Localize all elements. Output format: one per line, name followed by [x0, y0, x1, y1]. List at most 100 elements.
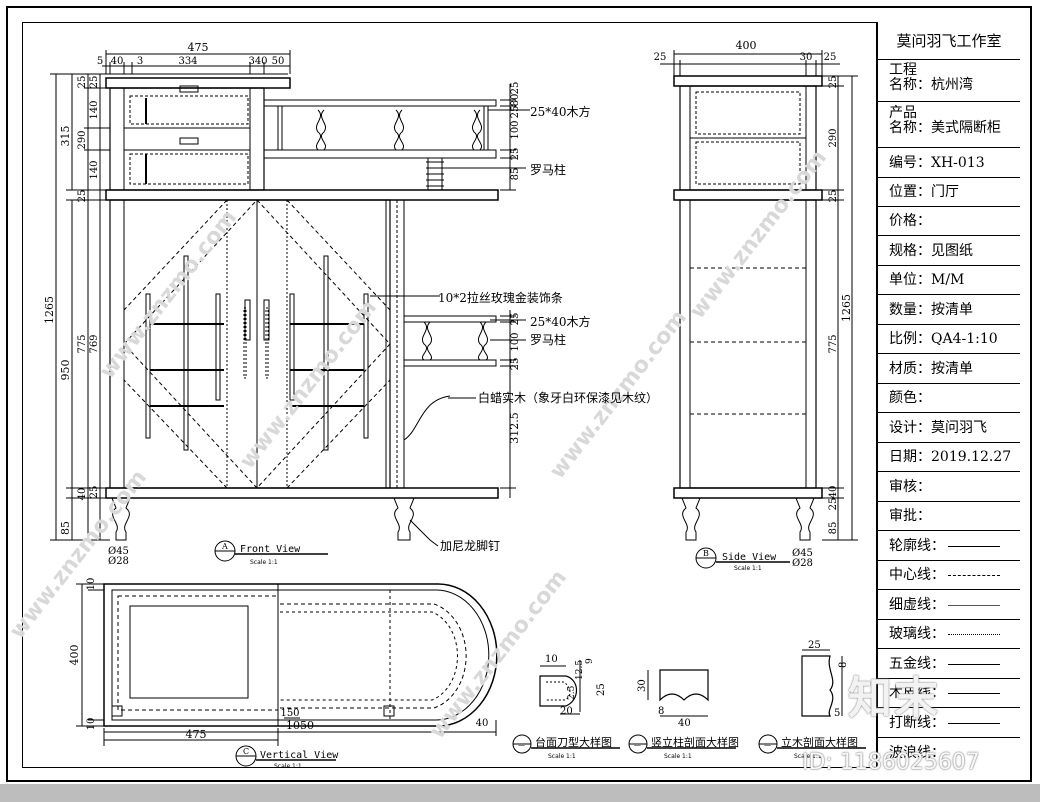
- legend-hardware-line: [948, 663, 1000, 665]
- dim-front-right-25c: 25: [510, 148, 521, 161]
- dim-front-340: 340: [248, 56, 267, 67]
- label-nylon-foot: 加尼龙脚钉: [440, 538, 500, 553]
- label-roman-column-mid: 罗马柱: [530, 332, 566, 347]
- detail1-dim-125: 12.5: [575, 660, 585, 680]
- tb-location-text: 位置：门厅: [889, 184, 959, 200]
- detail2-dim-30: 30: [637, 679, 648, 692]
- front-view: [50, 50, 530, 562]
- detail3-scale: Scale 1:1: [794, 753, 822, 760]
- tb-legend-hardware: 五金线：: [878, 649, 1020, 679]
- tb-studio-name: 莫问羽飞工作室: [878, 22, 1020, 60]
- legend-outline-line: [948, 545, 1000, 547]
- dim-front-foot-45: Ø45: [108, 546, 129, 557]
- watermark-logo: 知末: [848, 673, 940, 724]
- tb-legend-outline: 轮廓线：: [878, 531, 1020, 561]
- view-title-side: Side View: [722, 552, 777, 563]
- detail3-dim-25: 25: [808, 640, 821, 651]
- label-wood-square-top: 25*40木方: [530, 104, 591, 119]
- tb-approve: 审批：: [878, 502, 1020, 531]
- tb-location: 位置：门厅: [878, 178, 1020, 207]
- dim-front-50: 50: [272, 56, 285, 67]
- tb-legend-break-text: 打断线：: [889, 715, 945, 731]
- dim-side-right-25b: 25: [828, 190, 839, 203]
- detail1-scale: Scale 1:1: [548, 753, 576, 760]
- tb-color-text: 颜色：: [889, 390, 931, 406]
- dim-front-right-25d: 25: [510, 313, 521, 326]
- dim-side-right-25a: 25: [828, 76, 839, 89]
- view-title-plan: Vertical View: [260, 750, 339, 761]
- dim-front-950: 950: [59, 360, 72, 381]
- lower-right-shelves: [289, 255, 369, 451]
- detail1-dim-9: 9: [585, 658, 595, 664]
- detail3-tag: —: [764, 741, 771, 749]
- dim-plan-10-top: 10: [86, 578, 97, 591]
- label-rose-gold-strip: 10*2拉丝玫瑰金装饰条: [438, 290, 563, 305]
- dim-front-475: 475: [188, 41, 209, 54]
- label-white-oak: 白蜡实木（象牙白环保漆见木纹）: [478, 390, 658, 405]
- detail1-dim-25: 2.5: [567, 685, 577, 700]
- dim-front-85: 85: [59, 521, 72, 535]
- dim-side-right-290: 290: [828, 128, 839, 147]
- tb-material-text: 材质：按清单: [889, 361, 973, 377]
- dim-front-right-25e: 25: [510, 358, 521, 371]
- tb-legend-veneer: 木皮线：: [878, 679, 1020, 708]
- dim-front-left-25b: 25: [89, 76, 100, 89]
- dim-front-left-140a: 140: [89, 100, 100, 119]
- dim-side-right-25c: 25: [828, 498, 839, 511]
- tb-product: 产品 名称：美式隔断柜: [878, 102, 1020, 148]
- detail1-dim-25b: 25: [596, 683, 607, 696]
- dim-side-right-85: 85: [828, 522, 839, 535]
- side-view: [660, 50, 858, 569]
- detail2-title: 竖立柱剖面大样图: [651, 735, 739, 749]
- dim-front-left-25c: 25: [77, 190, 88, 203]
- tb-spec-text: 规格：见图纸: [889, 243, 973, 259]
- dim-front-right-85: 85: [510, 168, 521, 181]
- tb-studio-text: 莫问羽飞工作室: [896, 32, 1002, 50]
- dim-front-334: 334: [178, 56, 197, 67]
- dim-front-left-25a: 25: [77, 76, 88, 89]
- tb-legend-center-text: 中心线：: [889, 567, 945, 583]
- view-letter-a: A: [221, 542, 228, 551]
- baluster-row-top: [316, 109, 482, 151]
- dim-plan-400: 400: [68, 645, 81, 666]
- detail1-dim-20: 20: [560, 706, 573, 717]
- dim-front-right-100: 100: [510, 120, 521, 139]
- dim-front-left-25d: 25: [89, 486, 100, 499]
- dim-front-right-100b: 100: [510, 332, 521, 351]
- detail-post-section: [758, 649, 866, 754]
- tb-legend-wave: 波浪线：: [878, 738, 1020, 768]
- tb-product-value: 名称：美式隔断柜: [889, 119, 1001, 136]
- tb-legend-thin-text: 细虚线：: [889, 597, 945, 613]
- title-block: 莫问羽飞工作室 工程 名称：杭州湾 产品 名称：美式隔断柜 编号：XH-013 …: [876, 22, 1020, 768]
- legend-thin-line: [948, 604, 1000, 606]
- view-letter-c: C: [243, 747, 249, 756]
- dim-side-1265: 1265: [840, 294, 853, 322]
- legend-center-line: [948, 574, 1000, 576]
- dim-side-400: 400: [736, 39, 757, 52]
- dim-side-foot-45: Ø45: [792, 548, 813, 559]
- dim-front-left-290: 290: [77, 130, 88, 149]
- detail3-dim-8: 8: [838, 662, 849, 668]
- dim-front-left-769: 769: [89, 334, 100, 353]
- tb-quantity: 数量：按清单: [878, 295, 1020, 325]
- dim-side-30: 30: [800, 52, 813, 63]
- tb-quantity-text: 数量：按清单: [889, 302, 973, 318]
- lower-left-shelves: [145, 255, 224, 451]
- tb-price-text: 价格：: [889, 213, 931, 229]
- tb-legend-center: 中心线：: [878, 561, 1020, 590]
- view-letter-b: B: [703, 549, 709, 558]
- tb-review: 审核：: [878, 472, 1020, 502]
- dim-side-25-left: 25: [654, 52, 667, 63]
- dim-front-right-25b: 25: [510, 106, 521, 119]
- dim-side-25-right: 25: [824, 52, 837, 63]
- sheet-border: [6, 6, 1032, 782]
- watermark-site-4: www.znzmo.com: [685, 145, 832, 323]
- tb-unit-text: 单位：M/M: [889, 272, 965, 288]
- view-scale-front: Scale 1:1: [250, 559, 278, 566]
- dim-front-right-80: 80: [510, 94, 521, 107]
- dim-front-foot-28: Ø28: [108, 556, 129, 567]
- view-scale-plan: Scale 1:1: [274, 763, 302, 770]
- tb-price: 价格：: [878, 207, 1020, 236]
- detail3-title: 立木剖面大样图: [781, 735, 858, 749]
